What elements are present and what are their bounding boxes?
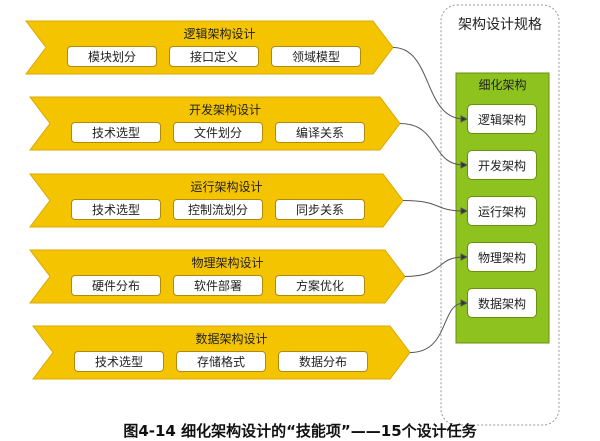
task-chip: 领域模型 [271, 46, 361, 67]
task-chip: 文件划分 [173, 122, 263, 143]
spec-title: 架构设计规格 [458, 17, 542, 33]
task-chip: 模块划分 [67, 46, 157, 67]
connector-line [392, 47, 465, 120]
spec-item-physical: 物理架构 [467, 242, 537, 272]
task-chip: 软件部署 [173, 275, 263, 296]
arrowhead-icon [460, 207, 469, 215]
spec-item-runtime: 运行架构 [467, 196, 537, 226]
task-chip: 技术选型 [74, 351, 164, 372]
task-chip: 技术选型 [71, 199, 161, 220]
task-chip: 数据分布 [278, 351, 368, 372]
arrowhead-icon [460, 115, 469, 123]
design-row: 物理架构设计硬件分布软件部署方案优化 [30, 250, 405, 303]
task-chip: 同步关系 [275, 199, 365, 220]
row-title: 逻辑架构设计 [183, 27, 256, 41]
design-row: 逻辑架构设计模块划分接口定义领域模型 [26, 21, 393, 74]
task-chip: 存储格式 [176, 351, 266, 372]
task-chip: 编译关系 [275, 122, 365, 143]
connector-line [404, 256, 465, 277]
spec-item-data: 数据架构 [467, 288, 537, 318]
task-chip: 方案优化 [275, 275, 365, 296]
arrowhead-icon [460, 299, 469, 307]
figure-caption: 图4-14 细化架构设计的“技能项”——15个设计任务 [123, 422, 477, 440]
task-chip: 技术选型 [71, 122, 161, 143]
spec-item-logical: 逻辑架构 [467, 104, 537, 134]
row-title: 数据架构设计 [195, 332, 268, 346]
design-row: 数据架构设计技术选型存储格式数据分布 [33, 326, 410, 379]
connector-line [409, 302, 465, 353]
row-title: 物理架构设计 [191, 256, 264, 270]
task-chip: 控制流划分 [173, 199, 263, 220]
connector-line [399, 123, 465, 166]
spec-dashed-frame [440, 4, 560, 426]
task-chip: 硬件分布 [71, 275, 161, 296]
design-row: 运行架构设计技术选型控制流划分同步关系 [30, 174, 403, 227]
arrowhead-icon [460, 161, 469, 169]
refine-architecture-title: 细化架构 [478, 78, 527, 92]
task-chip: 接口定义 [169, 46, 259, 67]
row-title: 运行架构设计 [190, 180, 263, 194]
arrowhead-icon [460, 253, 469, 261]
design-row: 开发架构设计技术选型文件划分编译关系 [30, 97, 400, 150]
connector-line [402, 200, 465, 212]
row-title: 开发架构设计 [188, 103, 261, 117]
spec-item-development: 开发架构 [467, 150, 537, 180]
